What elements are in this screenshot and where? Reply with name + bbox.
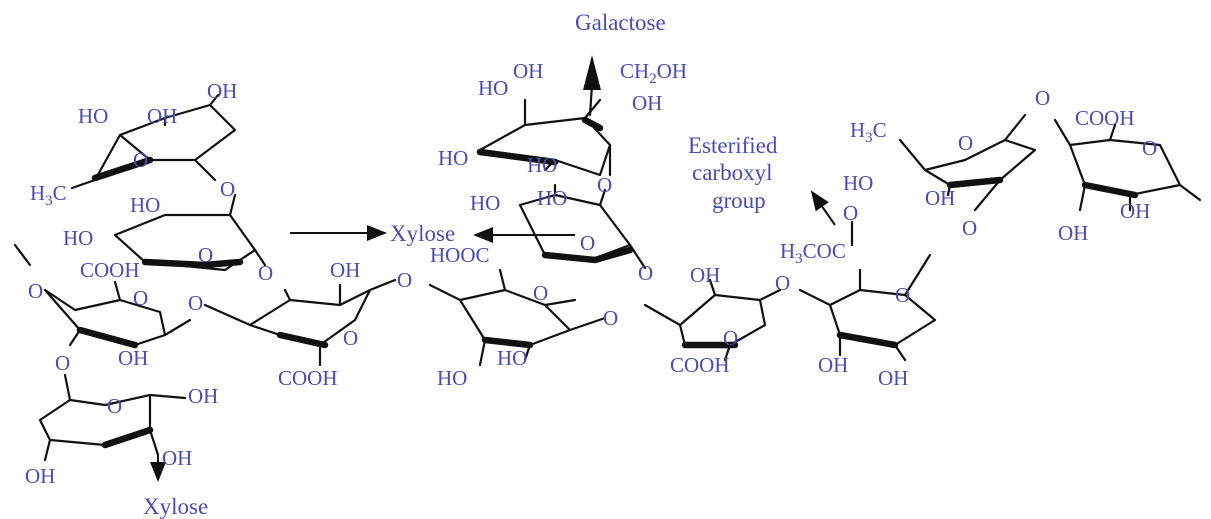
cooh-label: COOH <box>80 258 140 282</box>
oh-label: OH <box>118 346 148 370</box>
oh-label: OH <box>25 464 55 488</box>
oh-label: OH <box>1120 199 1150 223</box>
oh-label: OH <box>925 186 955 210</box>
ho-label: HO <box>438 146 468 170</box>
group-label: group <box>712 188 766 213</box>
galactose-label: Galactose <box>575 10 666 35</box>
o-label: O <box>895 283 910 307</box>
oh-label: OH <box>207 79 237 103</box>
cooh-label: COOH <box>278 366 338 390</box>
hooc-label: HOOC <box>430 243 490 267</box>
ho-label: HO <box>497 346 527 370</box>
h3c-label: H3C <box>850 118 887 146</box>
o-label: O <box>258 261 273 285</box>
ch2oh-label: CH2OH <box>620 59 687 87</box>
o-label: O <box>198 243 213 267</box>
o-label: O <box>603 306 618 330</box>
o-label: O <box>397 268 412 292</box>
ho-label: HO <box>437 366 467 390</box>
oh-label: OH <box>330 258 360 282</box>
ho-label: HO <box>843 171 873 195</box>
ho-label: HO <box>470 191 500 215</box>
oh-label: OH <box>1058 221 1088 245</box>
oh-label: OH <box>188 384 218 408</box>
xylose-bottom-label: Xylose <box>143 494 208 519</box>
o-label: O <box>188 291 203 315</box>
ho-label: HO <box>537 186 567 210</box>
o-label: O <box>597 173 612 197</box>
ho-label: HO <box>63 226 93 250</box>
o-label: O <box>343 326 358 350</box>
o-label: O <box>1035 86 1050 110</box>
o-label: O <box>55 351 70 375</box>
bond-lines <box>13 55 1202 482</box>
ho-label: HO <box>478 76 508 100</box>
h3c-label: H3C <box>30 181 67 209</box>
cooh-label: COOH <box>1075 106 1135 130</box>
oh-label: OH <box>513 59 543 83</box>
oh-label: OH <box>147 104 177 128</box>
cooh-label: COOH <box>670 353 730 377</box>
h3coc-label: H3COC <box>780 239 846 267</box>
o-label: O <box>220 177 235 201</box>
o-label: O <box>133 286 148 310</box>
o-label: O <box>958 131 973 155</box>
o-label: O <box>638 261 653 285</box>
carboxyl-label: carboxyl <box>692 160 772 185</box>
o-label: O <box>28 279 43 303</box>
oh-label: OH <box>818 353 848 377</box>
oh-label: OH <box>878 366 908 390</box>
o-label: O <box>775 271 790 295</box>
o-label: O <box>133 148 148 172</box>
oh-label: OH <box>162 446 192 470</box>
o-label: O <box>533 281 548 305</box>
oh-label: OH <box>632 91 662 115</box>
xylose-center-label: Xylose <box>390 221 455 246</box>
o-label: O <box>723 326 738 350</box>
o-label: O <box>107 394 122 418</box>
esterified-label: Esterified <box>688 133 778 158</box>
o-label: O <box>1142 136 1157 160</box>
o-label: O <box>843 201 858 225</box>
o-label: O <box>962 216 977 240</box>
oh-label: OH <box>690 263 720 287</box>
o-label: O <box>580 231 595 255</box>
ho-label: HO <box>130 193 160 217</box>
ho-label: HO <box>527 153 557 177</box>
ho-label: HO <box>78 104 108 128</box>
